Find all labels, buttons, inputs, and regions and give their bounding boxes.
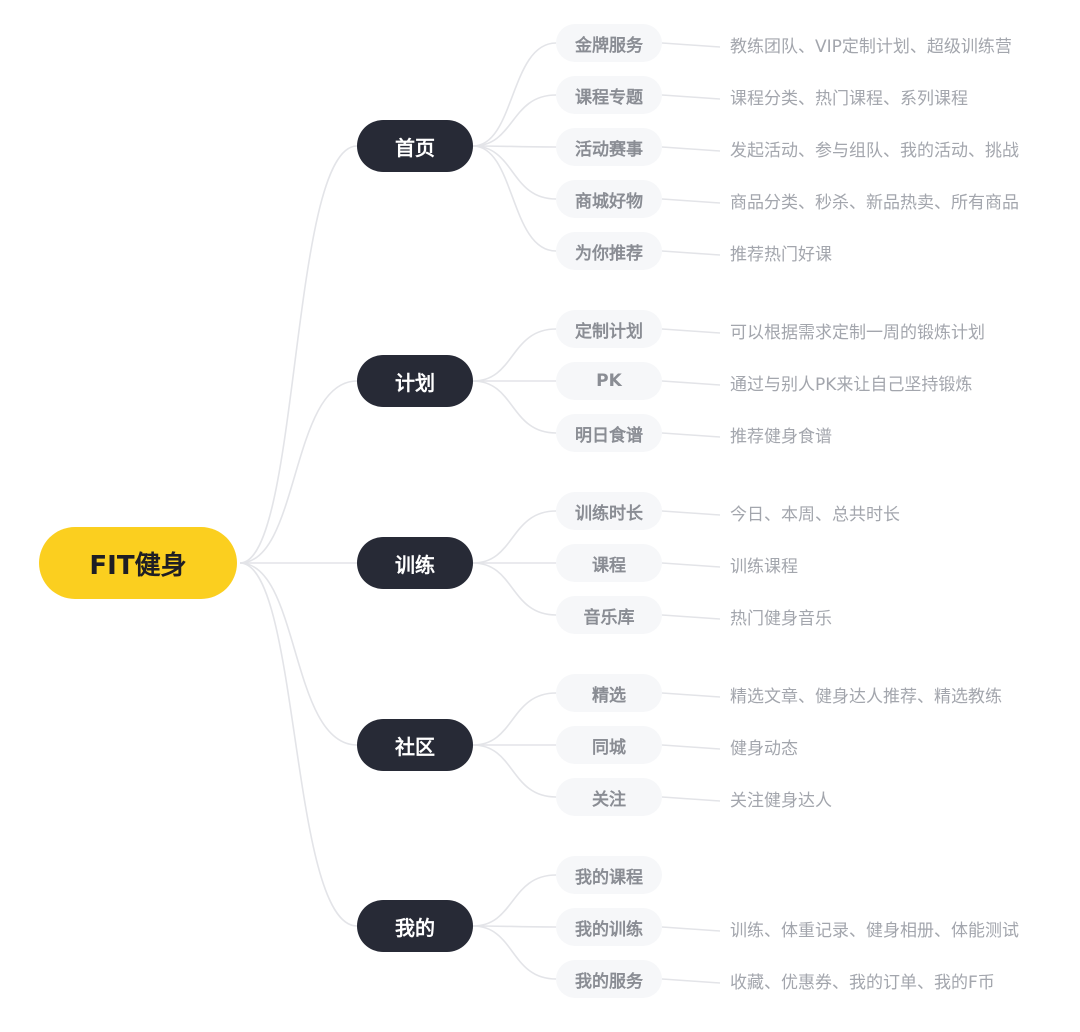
leaf-description: 课程分类、热门课程、系列课程	[730, 89, 968, 109]
leaf-desc-connector	[661, 432, 721, 438]
branch-leaf-connector	[472, 692, 557, 746]
branch-leaf-connector	[472, 145, 557, 200]
leaf-node: 为你推荐	[556, 232, 662, 270]
leaf-description: 收藏、优惠券、我的订单、我的F币	[730, 973, 995, 993]
leaf-node: 我的训练	[556, 908, 662, 946]
leaf-node: 关注	[556, 778, 662, 816]
branch-leaf-connector	[472, 42, 557, 147]
leaf-description: 训练课程	[730, 557, 798, 577]
root-branch-connector	[239, 380, 358, 564]
leaf-description: 推荐健身食谱	[730, 427, 832, 447]
leaf-node: 课程专题	[556, 76, 662, 114]
leaf-desc-connector	[661, 380, 721, 386]
branch-leaf-connector	[472, 874, 557, 927]
root-node: FIT健身	[39, 527, 237, 599]
leaf-desc-connector	[661, 510, 721, 516]
leaf-node: 音乐库	[556, 596, 662, 634]
branch-leaf-connector	[472, 925, 557, 928]
leaf-node: 明日食谱	[556, 414, 662, 452]
leaf-desc-connector	[661, 328, 721, 334]
leaf-description: 教练团队、VIP定制计划、超级训练营	[730, 37, 1012, 57]
leaf-description: 商品分类、秒杀、新品热卖、所有商品	[730, 193, 1019, 213]
leaf-description: 关注健身达人	[730, 791, 832, 811]
leaf-desc-connector	[661, 250, 721, 256]
branch-node: 首页	[357, 120, 473, 172]
leaf-desc-connector	[661, 42, 721, 48]
leaf-desc-connector	[661, 978, 721, 984]
leaf-description: 推荐热门好课	[730, 245, 832, 265]
root-branch-connector	[239, 562, 358, 927]
leaf-node: PK	[556, 362, 662, 400]
leaf-description: 通过与别人PK来让自己坚持锻炼	[730, 375, 973, 395]
leaf-description: 发起活动、参与组队、我的活动、挑战	[730, 141, 1019, 161]
leaf-node: 我的服务	[556, 960, 662, 998]
branch-node: 计划	[357, 355, 473, 407]
leaf-desc-connector	[661, 94, 721, 100]
leaf-node: 金牌服务	[556, 24, 662, 62]
leaf-description: 今日、本周、总共时长	[730, 505, 900, 525]
leaf-node: 定制计划	[556, 310, 662, 348]
leaf-desc-connector	[661, 926, 721, 932]
branch-leaf-connector	[472, 925, 557, 980]
leaf-desc-connector	[661, 744, 721, 750]
branch-leaf-connector	[472, 328, 557, 382]
branch-leaf-connector	[472, 380, 557, 434]
leaf-node: 课程	[556, 544, 662, 582]
leaf-node: 我的课程	[556, 856, 662, 894]
leaf-desc-connector	[661, 198, 721, 204]
leaf-description: 训练、体重记录、健身相册、体能测试	[730, 921, 1019, 941]
leaf-desc-connector	[661, 614, 721, 620]
leaf-node: 训练时长	[556, 492, 662, 530]
leaf-node: 商城好物	[556, 180, 662, 218]
branch-leaf-connector	[472, 94, 557, 147]
leaf-node: 精选	[556, 674, 662, 712]
leaf-description: 可以根据需求定制一周的锻炼计划	[730, 323, 985, 343]
leaf-node: 活动赛事	[556, 128, 662, 166]
branch-node: 训练	[357, 537, 473, 589]
leaf-desc-connector	[661, 796, 721, 802]
root-branch-connector	[239, 145, 358, 564]
branch-leaf-connector	[472, 744, 557, 798]
leaf-description: 健身动态	[730, 739, 798, 759]
branch-leaf-connector	[472, 510, 557, 564]
branch-leaf-connector	[472, 562, 557, 616]
leaf-desc-connector	[661, 146, 721, 152]
leaf-desc-connector	[661, 562, 721, 568]
root-branch-connector	[239, 562, 358, 746]
leaf-description: 精选文章、健身达人推荐、精选教练	[730, 687, 1002, 707]
branch-leaf-connector	[472, 145, 557, 148]
leaf-description: 热门健身音乐	[730, 609, 832, 629]
branch-node: 社区	[357, 719, 473, 771]
branch-leaf-connector	[472, 145, 557, 252]
branch-node: 我的	[357, 900, 473, 952]
leaf-node: 同城	[556, 726, 662, 764]
leaf-desc-connector	[661, 692, 721, 698]
